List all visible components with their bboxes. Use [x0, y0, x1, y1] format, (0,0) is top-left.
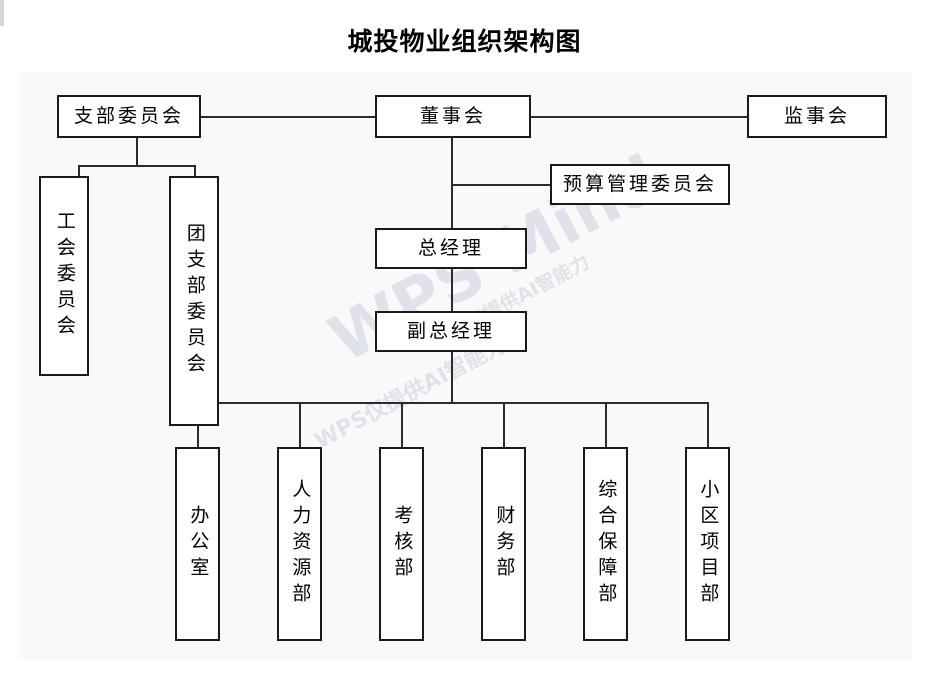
node-hr-label: 人力资源部: [289, 479, 311, 609]
page-corner-mark: [0, 0, 4, 26]
edge-to-finance: [503, 402, 505, 447]
node-union[interactable]: 工会委员会: [39, 176, 89, 376]
edge-board-to-supervisors: [530, 116, 748, 118]
node-office[interactable]: 办公室: [175, 447, 220, 641]
node-deputy-manager-label: 副总经理: [406, 320, 495, 342]
node-party-branch[interactable]: 支部委员会: [57, 95, 201, 138]
node-community-project[interactable]: 小区项目部: [685, 447, 730, 641]
edge-to-assessment: [401, 402, 403, 447]
page-title: 城投物业组织架构图: [347, 27, 582, 56]
edge-to-community-project: [707, 402, 709, 447]
node-finance-label: 财务部: [493, 505, 515, 583]
node-support[interactable]: 综合保障部: [583, 447, 628, 641]
node-support-label: 综合保障部: [595, 479, 617, 609]
node-community-project-label: 小区项目部: [697, 479, 719, 609]
node-supervisors-label: 监事会: [783, 105, 850, 127]
node-board[interactable]: 董事会: [375, 95, 531, 138]
edge-department-bar: [197, 402, 707, 404]
node-union-label: 工会委员会: [53, 211, 75, 341]
edge-board-to-budget-committee: [451, 184, 551, 186]
node-assessment-label: 考核部: [391, 505, 413, 583]
node-supervisors[interactable]: 监事会: [747, 95, 887, 138]
node-deputy-manager[interactable]: 副总经理: [375, 311, 527, 352]
node-budget-committee[interactable]: 预算管理委员会: [550, 164, 730, 205]
node-youth-league[interactable]: 团支部委员会: [169, 176, 219, 426]
node-general-manager-label: 总经理: [417, 237, 484, 259]
org-chart-canvas: WPS Mind WPS仅提供AI智能力 WPS仅提供AI智能力 支部委员会 董…: [18, 72, 912, 660]
edge-to-support: [605, 402, 607, 447]
node-office-label: 办公室: [187, 505, 209, 583]
node-party-branch-label: 支部委员会: [73, 105, 184, 127]
node-board-label: 董事会: [419, 105, 486, 127]
edge-to-union: [78, 165, 80, 177]
edge-deputy-stem: [451, 351, 453, 402]
edge-party-branch-sibling-bar: [78, 165, 195, 167]
edge-party-branch-to-board: [200, 116, 376, 118]
node-general-manager[interactable]: 总经理: [375, 228, 527, 269]
edge-to-youth-league: [194, 165, 196, 177]
node-finance[interactable]: 财务部: [481, 447, 526, 641]
node-assessment[interactable]: 考核部: [379, 447, 424, 641]
edge-party-branch-stem: [136, 137, 138, 165]
node-hr[interactable]: 人力资源部: [277, 447, 322, 641]
node-youth-league-label: 团支部委员会: [183, 223, 205, 379]
edge-gm-to-deputy: [451, 268, 453, 312]
node-budget-committee-label: 预算管理委员会: [562, 173, 717, 195]
edge-board-trunk: [451, 137, 453, 229]
edge-to-hr: [299, 402, 301, 447]
